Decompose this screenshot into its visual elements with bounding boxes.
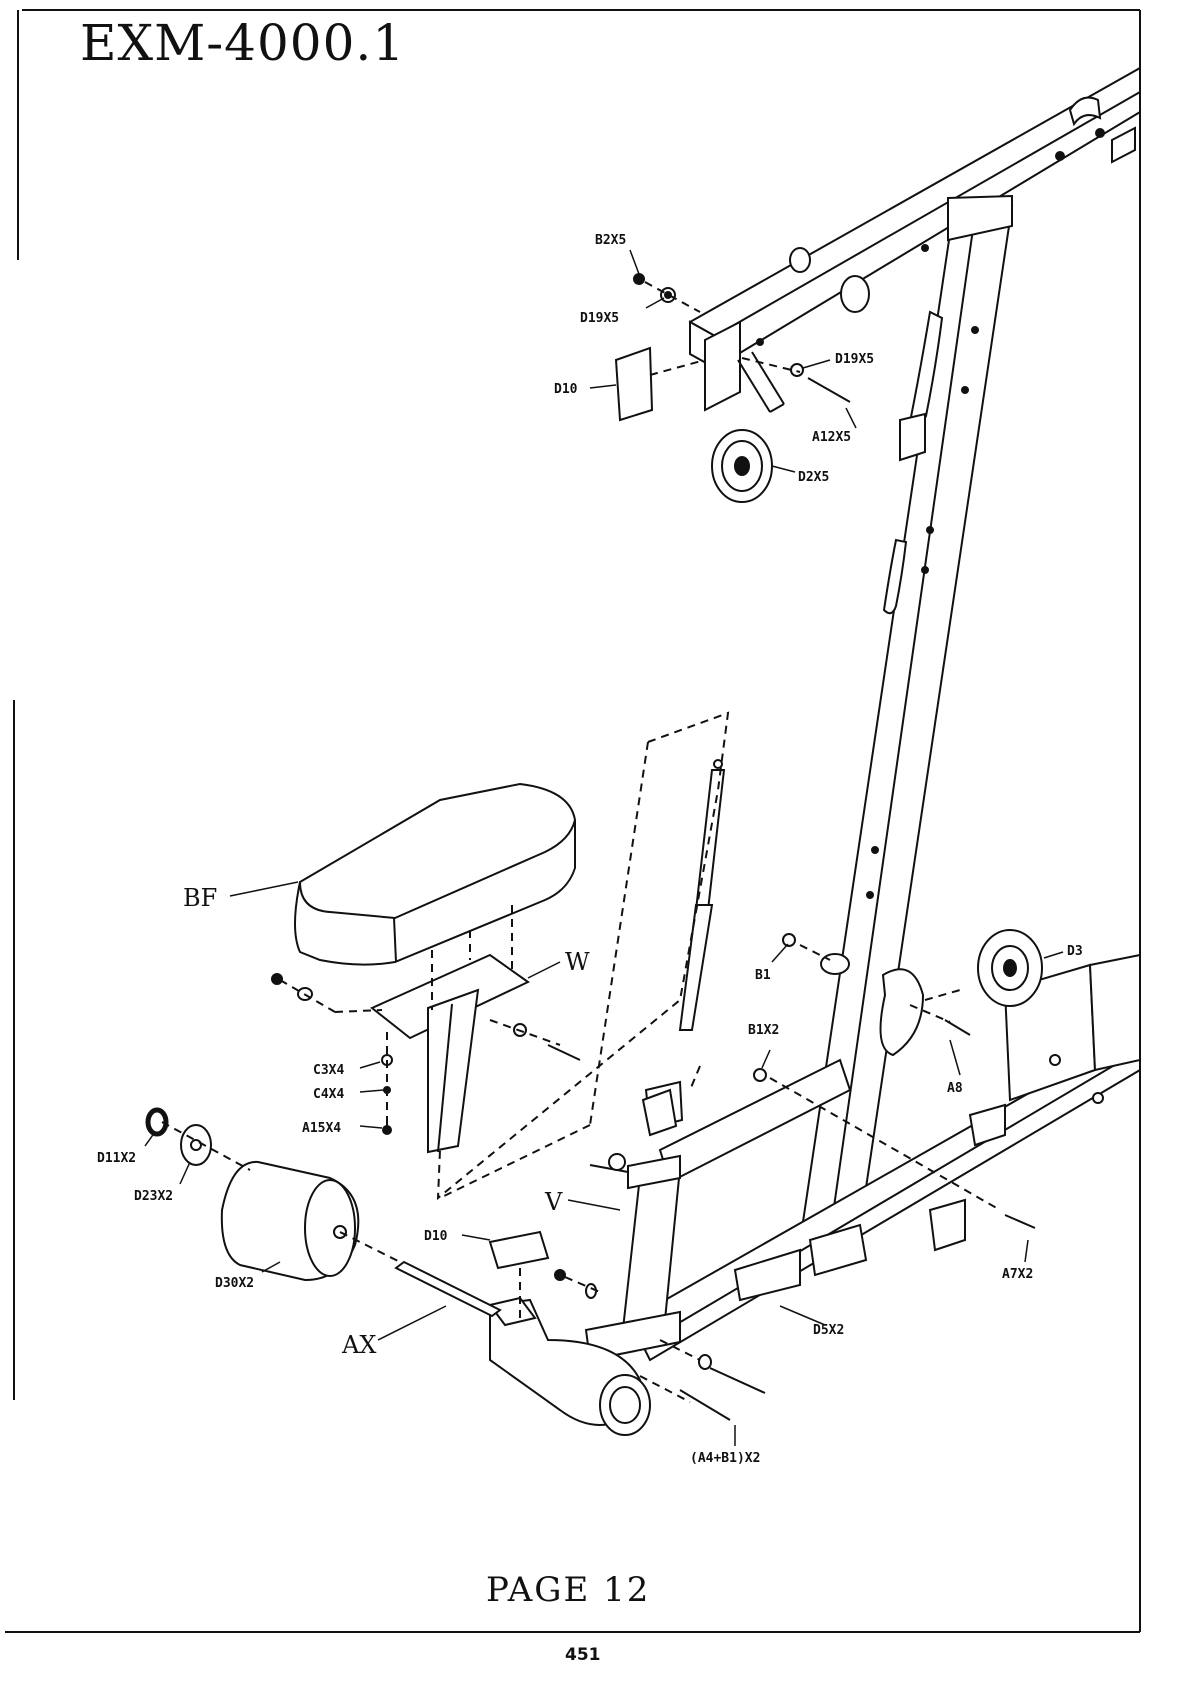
label-d2x5: D2X5 <box>798 470 829 485</box>
label-b2x5: B2X5 <box>595 233 626 248</box>
page-label: PAGE 12 <box>486 1570 650 1610</box>
label-c3x4: C3X4 <box>313 1063 344 1078</box>
label-w: W <box>565 948 590 976</box>
label-d23x2: D23X2 <box>134 1189 173 1204</box>
label-bf: BF <box>183 884 217 912</box>
label-d10-top: D10 <box>554 382 578 397</box>
label-a7x2: A7X2 <box>1002 1267 1033 1282</box>
gas-cylinder <box>643 760 724 1135</box>
label-d5x2: D5X2 <box>813 1323 844 1338</box>
upper-arm-beam <box>690 68 1140 368</box>
label-a4-b1x2: (A4+B1)X2 <box>690 1451 760 1466</box>
pulley-d2 <box>712 430 772 502</box>
label-a12x5: A12X5 <box>812 430 851 445</box>
label-b1x2: B1X2 <box>748 1023 779 1038</box>
roller-pad-d30 <box>222 1162 358 1280</box>
label-d10-bottom: D10 <box>424 1229 448 1244</box>
seat-pad-bf <box>295 784 575 965</box>
washers-d11-d23 <box>148 1110 211 1165</box>
axle-ax <box>396 1262 500 1316</box>
label-a15x4: A15X4 <box>302 1121 341 1136</box>
label-ax: AX <box>341 1331 376 1359</box>
page-number: 451 <box>565 1645 601 1665</box>
label-d19x5-left: D19X5 <box>580 311 619 326</box>
label-d3: D3 <box>1067 944 1083 959</box>
label-a8: A8 <box>947 1081 963 1096</box>
label-d19x5-right: D19X5 <box>835 352 874 367</box>
model-title: EXM-4000.1 <box>80 14 405 72</box>
label-d30x2: D30X2 <box>215 1276 254 1291</box>
label-v: V <box>544 1188 563 1216</box>
label-d11x2: D11X2 <box>97 1151 136 1166</box>
label-c4x4: C4X4 <box>313 1087 344 1102</box>
seat-bracket-w <box>372 955 528 1152</box>
label-b1: B1 <box>755 968 771 983</box>
